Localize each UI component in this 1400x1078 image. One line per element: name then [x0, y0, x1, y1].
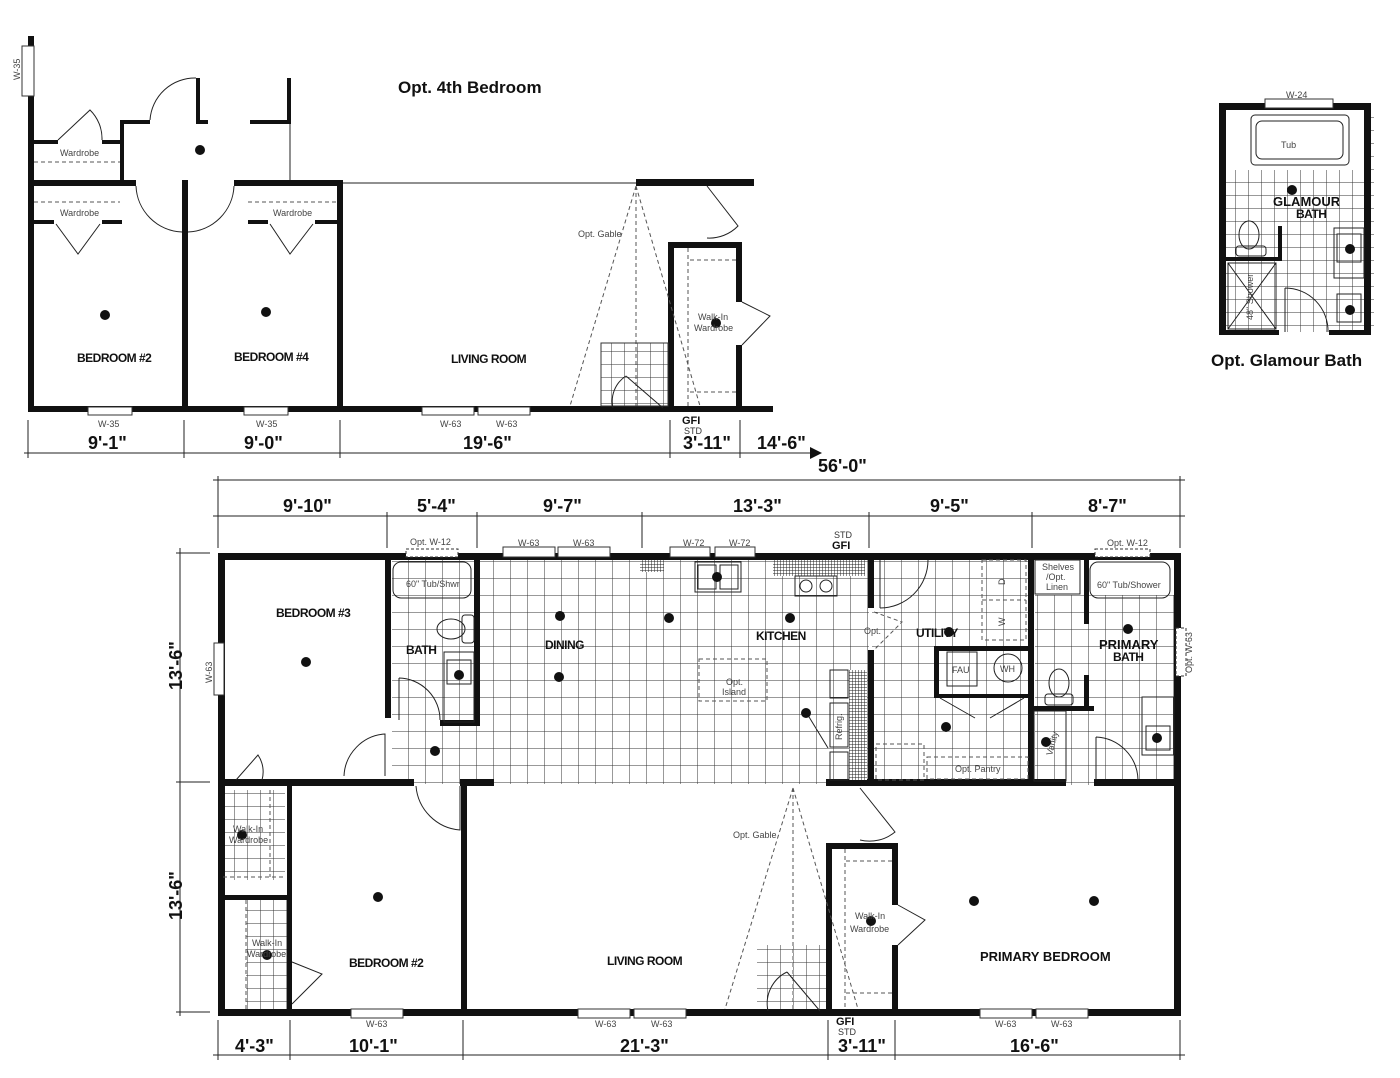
refrigerator-label: Refrig. — [834, 713, 844, 740]
window-label: W-63 — [440, 419, 461, 429]
dimension-label: 13'-6" — [166, 641, 186, 690]
dimension-label: 9'-5" — [930, 496, 969, 516]
room-label-kitchen: KITCHEN — [756, 629, 806, 643]
dimension-label: 16'-6" — [1010, 1036, 1059, 1056]
wardrobe-label: Wardrobe — [60, 148, 99, 158]
opt-4th-bedroom-plan: Opt. 4th Bedroom W-35 — [12, 36, 822, 459]
opt-glamour-bath-title: Opt. Glamour Bath — [1211, 351, 1362, 370]
tub-shower-label: 60" Tub/Shwr — [406, 579, 460, 589]
window-label: W-63 — [518, 538, 539, 548]
main-floor-plan: 56'-0" 9'-10" 5'-4" 9'-7" 13'-3" 9'-5" 8… — [166, 456, 1194, 1060]
washer-label: W — [997, 617, 1007, 626]
std-label: STD — [838, 1027, 857, 1037]
walk-in-label: Walk-In — [698, 312, 728, 322]
std-label: STD — [684, 426, 703, 436]
dimension-label: 21'-3" — [620, 1036, 669, 1056]
walk-in-label: Wardrobe — [229, 835, 268, 845]
window-label: W-63 — [496, 419, 517, 429]
opt-glamour-bath-plan: W-24 Tub GLAMOUR BATH 48" Shower Opt. Gl… — [1211, 90, 1374, 370]
walk-in-label: Walk-In — [252, 938, 282, 948]
walk-in-label: Wardrobe — [694, 323, 733, 333]
room-label-primary-bath: PRIMARY — [1099, 637, 1159, 652]
window-label: Opt. W-63 — [1184, 632, 1194, 673]
gfi-label: GFI — [836, 1016, 854, 1028]
gable-label: Opt. Gable — [578, 229, 622, 239]
overall-length-label: 56'-0" — [818, 456, 867, 476]
window-label: W-63 — [651, 1019, 672, 1029]
dimension-label: 9'-10" — [283, 496, 332, 516]
room-label-bath: BATH — [406, 643, 436, 657]
shelves-label: /Opt. — [1046, 572, 1066, 582]
room-label-dining: DINING — [545, 638, 584, 652]
window-label: W-63 — [1051, 1019, 1072, 1029]
walk-in-label: Walk-In — [855, 911, 885, 921]
room-label-bedroom-2: BEDROOM #2 — [77, 351, 152, 365]
room-label-glamour-bath: BATH — [1296, 207, 1326, 221]
window-label: W-63 — [366, 1019, 387, 1029]
wardrobe-label: Wardrobe — [60, 208, 99, 218]
dimension-label: 9'-1" — [88, 433, 127, 453]
shelves-label: Linen — [1046, 582, 1068, 592]
dimension-label: 10'-1" — [349, 1036, 398, 1056]
room-label-primary-bath: BATH — [1113, 650, 1143, 664]
room-label-primary-bedroom: PRIMARY BEDROOM — [980, 949, 1111, 964]
room-label-bedroom-3: BEDROOM #3 — [276, 606, 351, 620]
walk-in-label: Walk-In — [233, 824, 263, 834]
window-label: W-72 — [683, 538, 704, 548]
gfi-label: GFI — [682, 415, 700, 427]
fau-label: FAU — [952, 665, 970, 675]
dimension-label: 9'-7" — [543, 496, 582, 516]
window-label: W-72 — [729, 538, 750, 548]
wardrobe-label: Wardrobe — [273, 208, 312, 218]
window-label: W-63 — [595, 1019, 616, 1029]
room-label-glamour-bath: GLAMOUR — [1273, 194, 1341, 209]
room-label-bedroom-2: BEDROOM #2 — [349, 956, 424, 970]
dimension-label: 4'-3" — [235, 1036, 274, 1056]
island-label: Island — [722, 687, 746, 697]
window-label: W-35 — [12, 59, 22, 80]
gfi-label: GFI — [832, 540, 850, 552]
window-label: W-24 — [1286, 90, 1307, 100]
window-label: W-35 — [98, 419, 119, 429]
window-label: W-63 — [995, 1019, 1016, 1029]
room-label-utility: UTILITY — [916, 626, 958, 640]
dimension-label: 14'-6" — [757, 433, 806, 453]
dimension-label: 3'-11" — [683, 433, 731, 453]
pantry-label: Opt. Pantry — [955, 764, 1001, 774]
tub-shower-label: 60" Tub/Shower — [1097, 580, 1161, 590]
room-label-bedroom-4: BEDROOM #4 — [234, 350, 309, 364]
room-label-living-room: LIVING ROOM — [607, 954, 683, 968]
dimension-label: 19'-6" — [463, 433, 512, 453]
opt-door-label: Opt. — [864, 626, 881, 636]
tub-label: Tub — [1281, 140, 1296, 150]
dimension-label: 8'-7" — [1088, 496, 1127, 516]
std-label: STD — [834, 530, 853, 540]
dimension-label: 13'-6" — [166, 871, 186, 920]
window-label: Opt. W-12 — [1107, 538, 1148, 548]
island-label: Opt. — [726, 677, 743, 687]
dimension-label: 5'-4" — [417, 496, 456, 516]
dimension-label: 9'-0" — [244, 433, 283, 453]
dimension-label: 3'-11" — [838, 1036, 886, 1056]
shower-label: 48" Shower — [1245, 274, 1255, 320]
window-label: W-63 — [573, 538, 594, 548]
walk-in-label: Wardrobe — [850, 924, 889, 934]
window-label: W-63 — [204, 662, 214, 683]
opt-4th-bedroom-title: Opt. 4th Bedroom — [398, 78, 542, 97]
dryer-label: D — [997, 578, 1007, 585]
walk-in-label: Wardrobe — [247, 949, 286, 959]
water-heater-label: WH — [1000, 664, 1015, 674]
shelves-label: Shelves — [1042, 562, 1075, 572]
room-label-living-room: LIVING ROOM — [451, 352, 527, 366]
window-label: Opt. W-12 — [410, 537, 451, 547]
gable-label: Opt. Gable — [733, 830, 777, 840]
dimension-label: 13'-3" — [733, 496, 782, 516]
window-label: W-35 — [256, 419, 277, 429]
